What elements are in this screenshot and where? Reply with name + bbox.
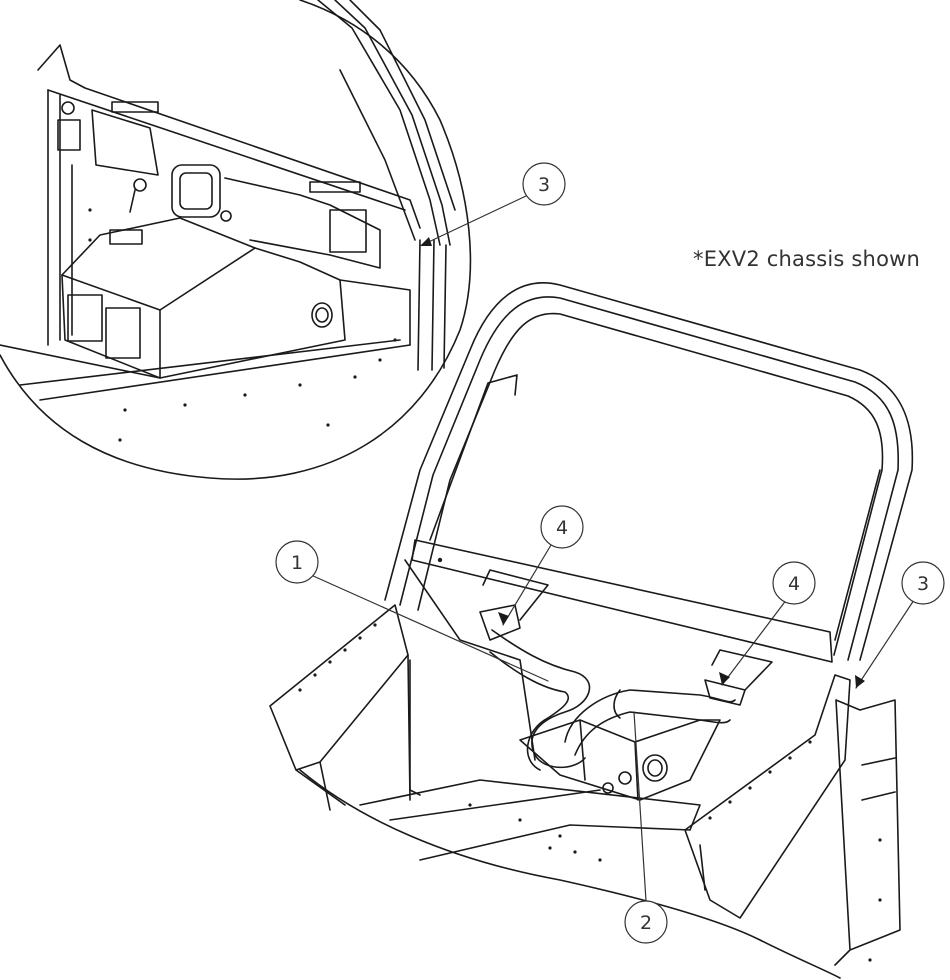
vent-adapter-right bbox=[704, 679, 746, 706]
inset-gauge bbox=[171, 164, 221, 218]
inset-switch-panel bbox=[57, 119, 81, 151]
callout-2: 2 bbox=[640, 912, 652, 934]
callout-3-inset: 3 bbox=[538, 174, 550, 196]
callout-circle-1 bbox=[275, 540, 319, 584]
leader-4-left bbox=[502, 544, 552, 626]
windshield bbox=[429, 374, 881, 641]
inset-outlet-right bbox=[105, 307, 141, 359]
callout-circle-4-right bbox=[772, 561, 816, 605]
inset-windshield-post bbox=[317, 0, 456, 246]
right-side-panel bbox=[684, 674, 851, 919]
inset-boundary bbox=[0, 0, 472, 480]
callout-circle-3-main bbox=[901, 561, 945, 605]
callouts: 3 1 4 4 3 2 bbox=[275, 162, 945, 944]
callout-4-left: 4 bbox=[556, 517, 568, 539]
callout-circle-3-inset bbox=[522, 162, 566, 206]
callout-1: 1 bbox=[291, 552, 303, 574]
vent-adapter-left bbox=[479, 604, 521, 641]
leader-3-main bbox=[855, 599, 915, 689]
leader-2 bbox=[633, 711, 647, 902]
callout-circle-2 bbox=[624, 900, 668, 944]
left-side-panel bbox=[269, 604, 409, 806]
inset-rivets bbox=[88, 208, 397, 442]
inset-outlet-left bbox=[67, 294, 103, 342]
rollbar bbox=[384, 282, 914, 661]
leader-4-right bbox=[721, 598, 788, 686]
chassis-note: *EXV2 chassis shown bbox=[693, 247, 920, 271]
right-body-panel bbox=[834, 699, 901, 966]
callout-4-right: 4 bbox=[788, 573, 800, 595]
main-view bbox=[269, 282, 914, 979]
leader-1 bbox=[310, 574, 549, 682]
detail-inset bbox=[0, 0, 472, 480]
callout-circle-4-left bbox=[540, 505, 584, 549]
main-rivets bbox=[298, 557, 882, 962]
leader-3-inset bbox=[419, 195, 527, 247]
heater-box bbox=[519, 719, 721, 801]
inset-floor bbox=[0, 339, 411, 401]
dash-crossbar bbox=[411, 539, 833, 663]
inset-key-switch bbox=[133, 178, 147, 192]
inset-console-box bbox=[61, 217, 346, 379]
callout-3-main: 3 bbox=[917, 573, 929, 595]
duct-hose-1 bbox=[491, 629, 591, 769]
inset-glove-box bbox=[91, 109, 159, 176]
inset-dash-top bbox=[37, 44, 421, 229]
floor-pan bbox=[359, 779, 701, 861]
main-boundary bbox=[299, 769, 841, 979]
